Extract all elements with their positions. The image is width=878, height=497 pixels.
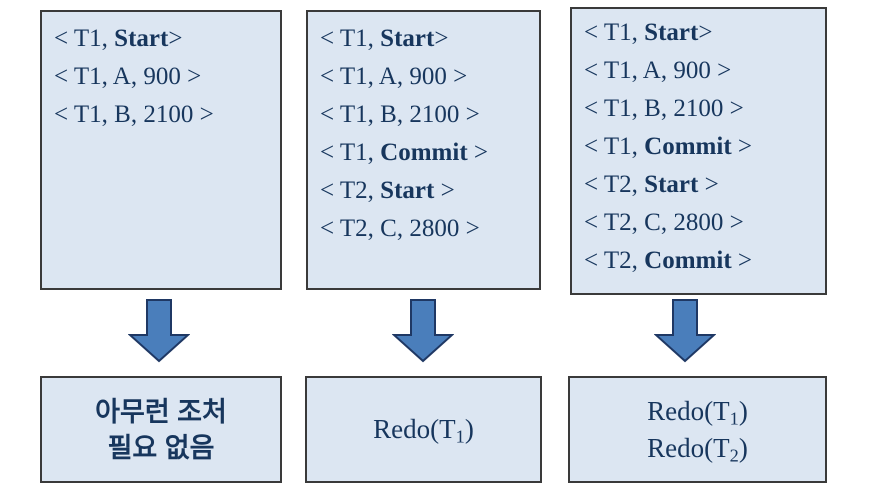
text-line: < T1, Commit > <box>584 133 753 160</box>
text-line: < T2, Start > <box>584 171 719 198</box>
text-line: < T1, Commit > <box>320 139 489 166</box>
text-line: 아무런 조처 <box>95 396 227 427</box>
text-line: < T1, Start> <box>54 25 183 52</box>
recovery-box-2: Redo(T1) <box>305 376 542 483</box>
text-line: < T1, A, 900 > <box>584 57 732 84</box>
text-line: Redo(T2) <box>647 432 748 466</box>
down-arrow-icon <box>654 299 716 363</box>
text-line: Redo(T1) <box>373 414 474 447</box>
log-box-3: < T1, Start> < T1, A, 900 > < T1, B, 2100 … <box>570 7 827 295</box>
text-line: < T2, C, 2800 > <box>584 209 744 236</box>
text-line: < T1, B, 2100 > <box>54 101 214 128</box>
log-box-2: < T1, Start> < T1, A, 900 > < T1, B, 2100 … <box>306 10 541 290</box>
text-line: < T2, C, 2800 > <box>320 215 480 242</box>
text-line: < T1, B, 2100 > <box>584 95 744 122</box>
text-line: < T1, A, 900 > <box>54 63 202 90</box>
down-arrow-icon <box>392 299 454 363</box>
text-line: Redo(T1) <box>647 395 748 429</box>
text-line: < T1, Start> <box>584 19 713 46</box>
down-arrow-icon <box>128 299 190 363</box>
text-line: 필요 없음 <box>107 432 215 463</box>
text-line: < T1, B, 2100 > <box>320 101 480 128</box>
text-line: < T2, Commit > <box>584 247 753 274</box>
text-line: < T1, A, 900 > <box>320 63 468 90</box>
log-box-1: < T1, Start> < T1, A, 900 > < T1, B, 2100 … <box>40 10 282 290</box>
text-line: < T2, Start > <box>320 177 455 204</box>
text-line: < T1, Start> <box>320 25 449 52</box>
recovery-box-3: Redo(T1)Redo(T2) <box>568 376 827 483</box>
